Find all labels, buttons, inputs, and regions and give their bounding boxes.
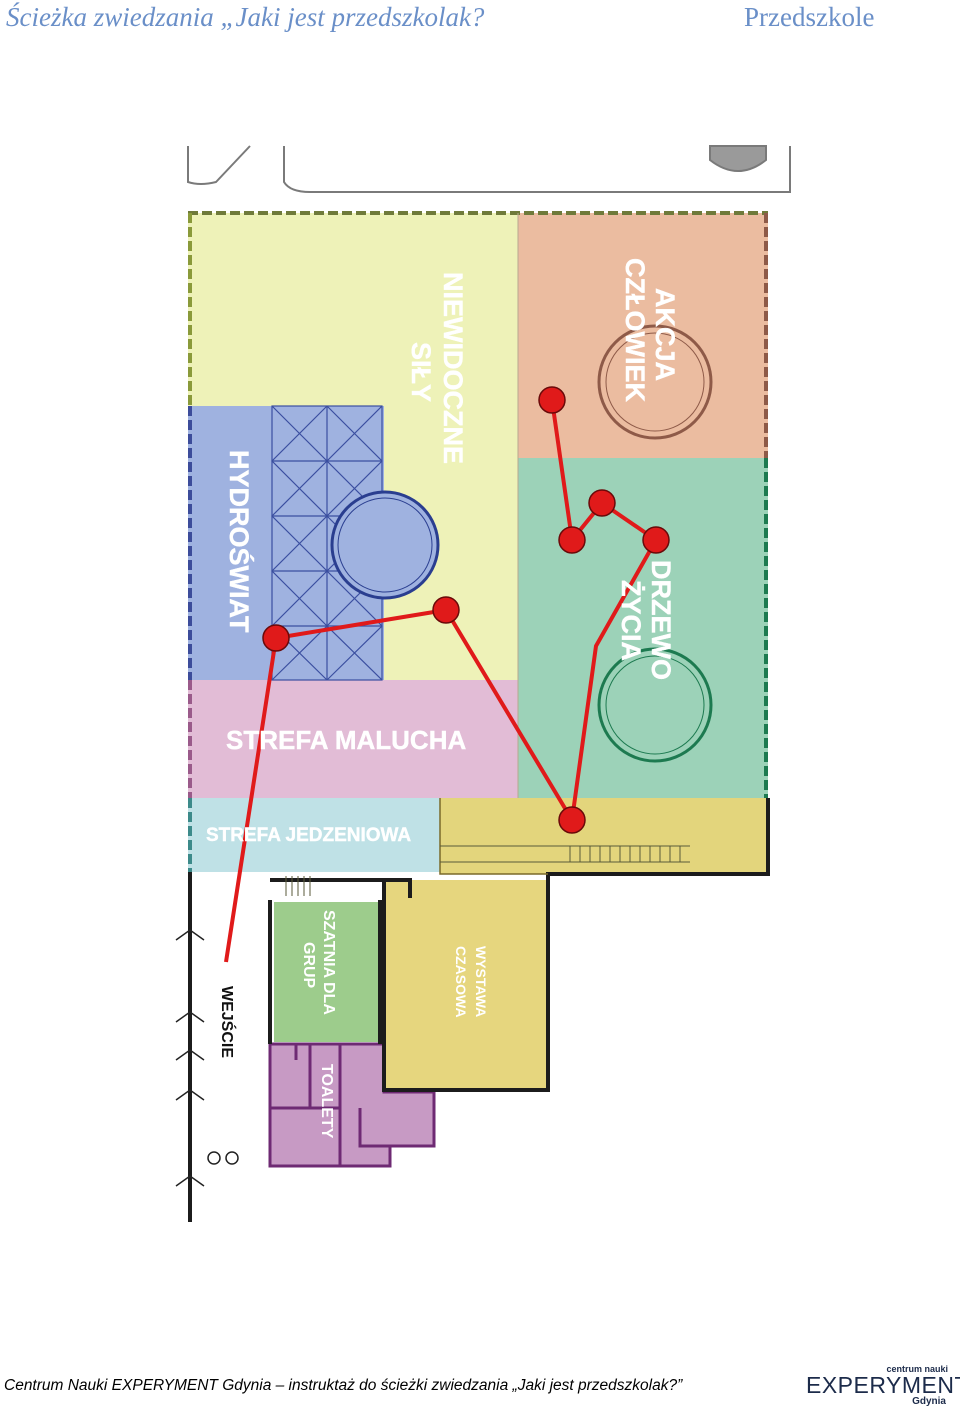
dome-blue: [330, 490, 440, 600]
zone-akcja-czlowiek: [518, 213, 768, 458]
route-stop-marker: [558, 806, 586, 834]
zone-szatnia: [274, 902, 380, 1042]
route-stop-marker: [262, 624, 290, 652]
dome-drzewo: [597, 647, 713, 763]
footer-caption: Centrum Nauki EXPERYMENT Gdynia – instru…: [4, 1377, 683, 1394]
label-akcja-line2: CZŁOWIEK: [620, 258, 650, 402]
label-akcja-line1: AKCJA: [650, 288, 680, 381]
outer-walls: [188, 211, 768, 872]
zone-strefa-jedzeniowa: [188, 798, 440, 872]
label-strefa-malucha: STREFA MALUCHA: [226, 725, 466, 755]
label-strefa-jedzeniowa: STREFA JEDZENIOWA: [206, 825, 411, 846]
category-label: Przedszkole: [744, 2, 875, 32]
label-wejscie: WEJŚCIE: [218, 986, 237, 1058]
logo-main-text: EXPERYMENT: [806, 1372, 960, 1398]
route-stop-marker: [538, 386, 566, 414]
dome-akcja: [597, 324, 713, 440]
entrance-gates: [175, 929, 239, 1187]
label-drzewo-line2: ŻYCIA: [616, 580, 646, 661]
label-niewidoczne-line1: NIEWIDOCZNE: [438, 272, 468, 464]
label-szatnia-line2: GRUP: [300, 942, 317, 989]
zone-drzewo-zycia: [518, 458, 768, 798]
label-wystawa-line2: CZASOWA: [453, 946, 469, 1018]
tour-route-stops: [262, 386, 670, 834]
route-stop-marker: [558, 526, 586, 554]
route-stop-marker: [642, 526, 670, 554]
logo-bottom-text: Gdynia: [912, 1396, 946, 1407]
corridor-stairs: [285, 845, 690, 896]
route-stop-marker: [432, 596, 460, 624]
label-niewidoczne-line2: SIŁY: [406, 342, 436, 402]
tour-route-line: [224, 399, 658, 963]
route-stop-marker: [588, 489, 616, 517]
outdoor-outline: [187, 145, 791, 193]
experyment-logo: centrum nauki EXPERYMENT Gdynia: [806, 1364, 960, 1410]
zone-corridor: [440, 798, 768, 874]
label-hydroswiat: HYDROŚWIAT: [224, 450, 255, 633]
logo-top-text: centrum nauki: [886, 1364, 948, 1374]
label-wystawa-line1: WYSTAWA: [473, 946, 489, 1017]
page-title: Ścieżka zwiedzania „Jaki jest przedszkol…: [6, 2, 485, 32]
label-drzewo-line1: DRZEWO: [646, 560, 676, 680]
zone-wystawa-czasowa: [384, 880, 546, 1088]
label-szatnia-line1: SZATNIA DLA: [320, 910, 337, 1015]
label-toalety: TOALETY: [318, 1064, 335, 1139]
zone-strefa-malucha: [188, 680, 518, 798]
